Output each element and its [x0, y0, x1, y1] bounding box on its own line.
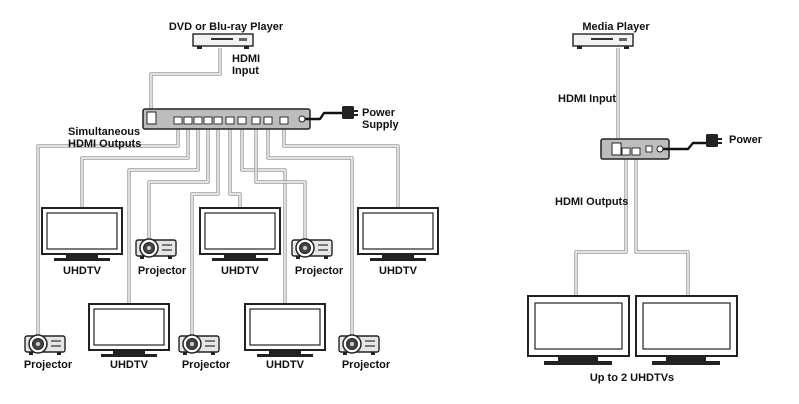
display-label: Projector — [342, 359, 391, 371]
projector-device — [178, 334, 220, 356]
projector-device — [135, 238, 177, 260]
right-displays-label: Up to 2 UHDTVs — [590, 372, 674, 384]
simultaneous-outputs-label-1: Simultaneous — [68, 126, 140, 138]
uhdtv-device — [199, 207, 281, 262]
right-diagram: Media Player HDMI Input Power HDMI Outpu… — [527, 21, 763, 384]
uhdtv-device — [527, 295, 630, 365]
left-power-label-2: Supply — [362, 119, 400, 131]
right-power-label: Power — [729, 134, 763, 146]
display-label: Projector — [295, 265, 344, 277]
left-output-cables — [36, 128, 400, 336]
display-label: Projector — [138, 265, 187, 277]
display-label: Projector — [24, 359, 73, 371]
left-hdmi-input-label-1: HDMI — [232, 53, 260, 65]
left-diagram: DVD or Blu-ray Player HDMI Input — [24, 21, 439, 371]
display-label: UHDTV — [221, 265, 260, 277]
media-player-device — [572, 33, 634, 50]
right-power-cable — [663, 141, 706, 151]
uhdtv-device — [41, 207, 123, 262]
right-splitter-device — [600, 138, 670, 160]
projector-device — [24, 334, 66, 356]
right-output-cables — [574, 156, 690, 296]
uhdtv-device — [635, 295, 738, 365]
projector-device — [338, 334, 380, 356]
right-hdmi-input-label: HDMI Input — [558, 93, 616, 105]
dvd-player-label: DVD or Blu-ray Player — [169, 21, 284, 33]
media-player-label: Media Player — [582, 21, 650, 33]
uhdtv-device — [244, 303, 326, 358]
simultaneous-outputs-label-2: HDMI Outputs — [68, 138, 141, 150]
display-label: Projector — [182, 359, 231, 371]
right-power-adapter — [706, 134, 722, 147]
dvd-player-device — [192, 33, 254, 50]
left-input-cable — [149, 48, 222, 112]
left-power-label-1: Power — [362, 107, 396, 119]
uhdtv-device — [357, 207, 439, 262]
display-label: UHDTV — [63, 265, 102, 277]
uhdtv-device — [88, 303, 170, 358]
right-hdmi-outputs-label: HDMI Outputs — [555, 196, 628, 208]
left-splitter-device — [142, 108, 311, 130]
display-label: UHDTV — [266, 359, 305, 371]
left-hdmi-input-label-2: Input — [232, 65, 259, 77]
display-label: UHDTV — [110, 359, 149, 371]
left-power-adapter — [342, 106, 358, 119]
projector-device — [291, 238, 333, 260]
display-label: UHDTV — [379, 265, 418, 277]
left-power-cable — [305, 111, 342, 121]
